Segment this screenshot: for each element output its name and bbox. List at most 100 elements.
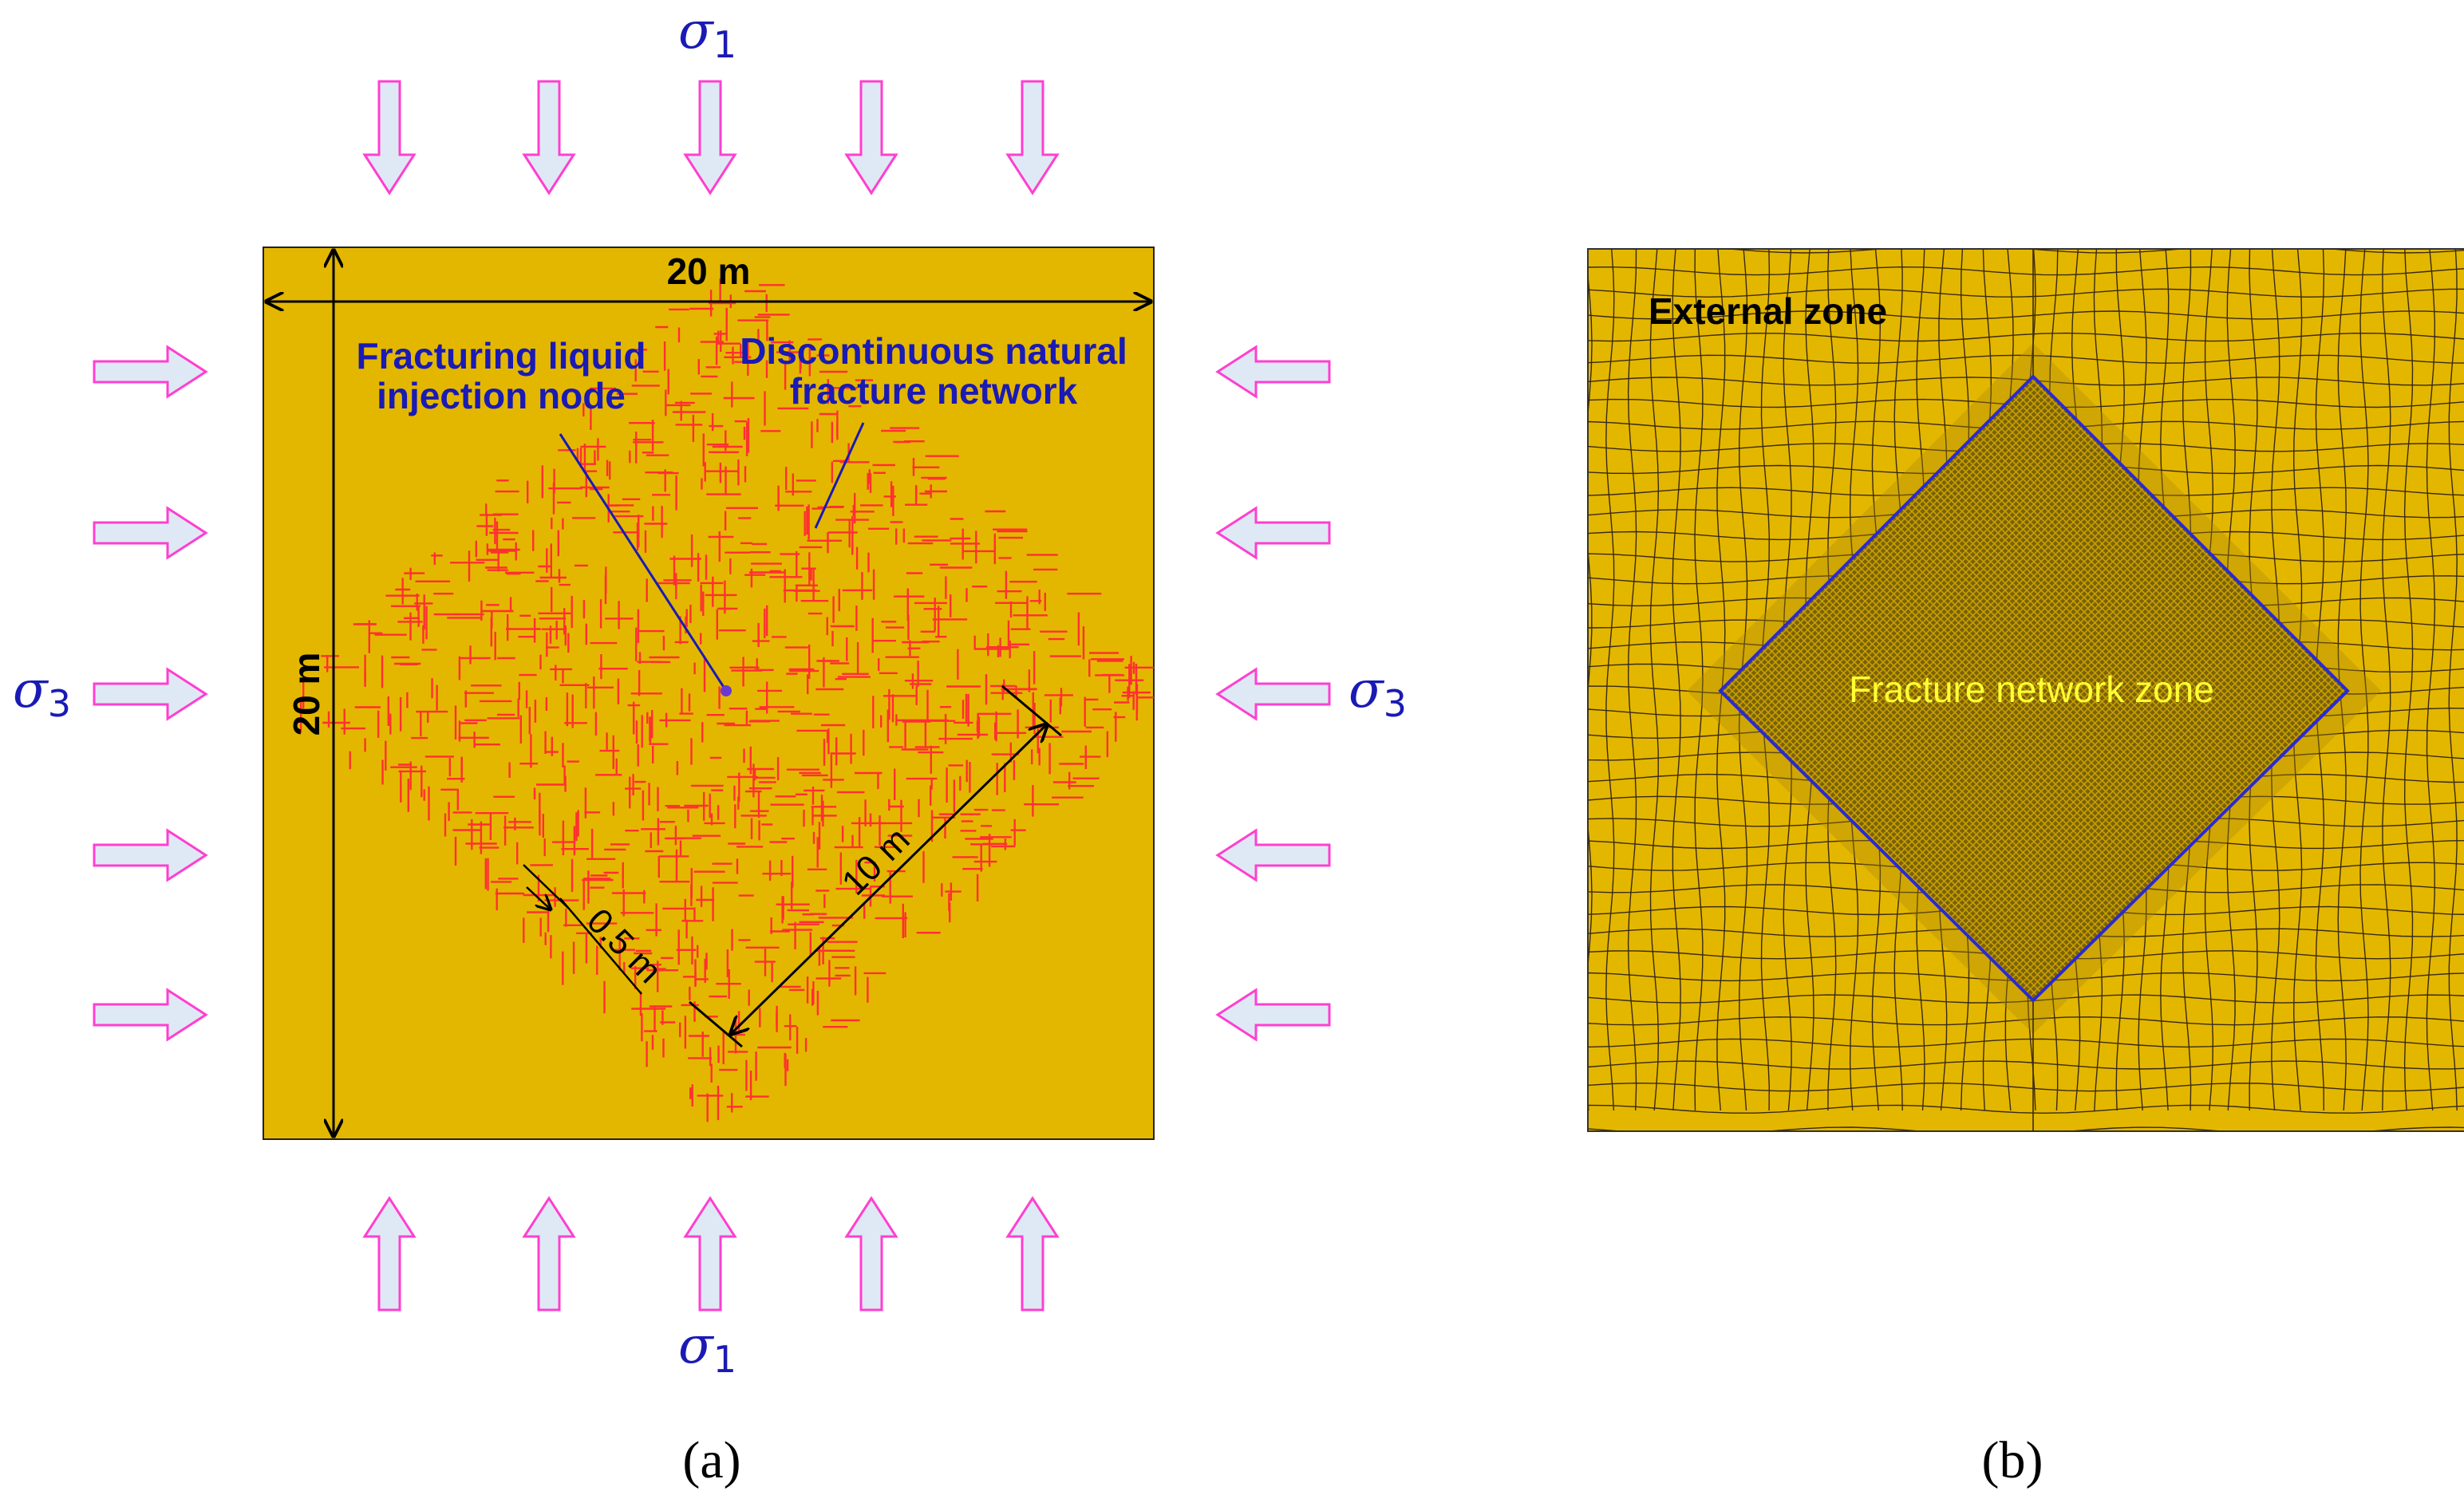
mesh-line: [1694, 249, 1704, 1111]
sigma3-left-arrow-3: [93, 667, 208, 721]
fine-mesh-line: [1720, 377, 2075, 1000]
mesh-line: [2448, 249, 2458, 1111]
diagonal-extension-bottom: [689, 1000, 743, 1048]
sigma1-top-arrow-2: [522, 80, 576, 195]
fine-mesh-line: [1720, 377, 2068, 1000]
panel-a: 20 m 20 m 10 m 0.5 m Fracturing liquid i…: [13, 2, 1407, 1489]
mesh-line: [1588, 1038, 2464, 1048]
fine-mesh-line: [1720, 377, 2162, 1000]
fine-mesh-line: [1906, 377, 2348, 1000]
mesh-line: [2359, 249, 2369, 1111]
fracture-zone-boundary: [1718, 374, 2350, 1003]
fine-mesh-line: [1720, 377, 2083, 1000]
fine-mesh-line: [1863, 377, 2348, 1000]
sigma1-bottom-arrow-4: [844, 1196, 898, 1312]
fine-mesh-line: [1913, 377, 2348, 1000]
fine-mesh-line: [1720, 377, 2126, 1000]
sigma3-left-arrow-1: [93, 345, 208, 399]
fracture-zone-label: Fracture network zone: [1849, 669, 2214, 710]
fine-mesh-line: [1720, 377, 2169, 1000]
fine-mesh-line: [1720, 377, 2226, 1000]
fine-mesh-line: [1720, 377, 2176, 1000]
mesh-line: [1588, 377, 2464, 386]
sigma3-right-arrow-3: [1215, 667, 1331, 721]
sigma1-top-label: σ1: [678, 2, 736, 66]
fine-mesh-line: [1720, 377, 2147, 1000]
fine-mesh-line: [1720, 377, 2140, 1000]
height-label: 20 m: [286, 653, 327, 736]
mesh-line: [1605, 249, 1615, 1111]
external-zone-label: External zone: [1649, 290, 1887, 332]
fine-mesh-line: [1949, 377, 2348, 1000]
fine-mesh-line: [1720, 377, 2197, 1000]
fine-mesh-line: [2000, 377, 2348, 1000]
mesh-line: [1627, 249, 1637, 1111]
fine-mesh-line: [1971, 377, 2348, 1000]
panel-b: External zone Fracture network zone (b): [1587, 248, 2464, 1489]
mesh-line: [1588, 249, 1593, 1111]
diagonal-extension-top: [1001, 684, 1062, 737]
mesh-line: [1588, 266, 2464, 276]
fine-mesh-line: [1856, 377, 2348, 1000]
sigma3-right-arrow-2: [1215, 506, 1331, 560]
sigma1-bottom-arrow-3: [683, 1196, 737, 1312]
fine-mesh-line: [1899, 377, 2348, 1000]
fine-mesh-line: [1720, 377, 2104, 1000]
fine-mesh-line: [1878, 377, 2348, 1000]
fine-mesh-line: [1720, 377, 2205, 1000]
sigma1-top-arrow-5: [1005, 80, 1060, 195]
fine-mesh-line: [1957, 377, 2348, 1000]
sigma3-left-arrow-5: [93, 988, 208, 1042]
sigma3-left-label: σ3: [13, 661, 71, 725]
fine-mesh-line: [1849, 377, 2348, 1000]
sigma3-left-arrow-4: [93, 828, 208, 882]
mesh-line: [1588, 310, 2464, 320]
fine-mesh-line: [1935, 377, 2348, 1000]
fine-mesh-line: [1964, 377, 2348, 1000]
fine-mesh-line: [1942, 377, 2348, 1000]
mesh-line: [1588, 354, 2464, 364]
fine-mesh-line: [1720, 377, 2233, 1000]
fine-mesh-line: [1870, 377, 2348, 1000]
fracture-label-line1: Discontinuous natural: [740, 330, 1127, 372]
mesh-line: [1588, 1104, 2464, 1114]
mesh-line: [2337, 249, 2347, 1111]
fine-mesh-line: [1992, 377, 2348, 1000]
injection-leader-line: [559, 433, 728, 692]
spacing-extension-1: [523, 864, 569, 909]
fine-mesh-line: [1885, 377, 2348, 1000]
mesh-line: [1649, 249, 1660, 1111]
sigma1-bottom-arrow-1: [362, 1196, 417, 1312]
sigma1-top-arrow-1: [362, 80, 417, 195]
fine-mesh-line: [1928, 377, 2348, 1000]
spacing-extension-2: [559, 897, 642, 995]
fine-mesh-line: [1921, 377, 2348, 1000]
sigma1-top-arrow-3: [683, 80, 737, 195]
mesh-line: [1588, 1016, 2464, 1026]
fine-mesh-line: [1720, 377, 2219, 1000]
mesh-line: [2426, 249, 2436, 1111]
sigma3-right-arrow-4: [1215, 828, 1331, 882]
fine-mesh-line: [1720, 377, 2154, 1000]
sigma3-right-label: σ3: [1348, 661, 1407, 725]
mesh-line: [1588, 332, 2464, 342]
mesh-line: [1588, 288, 2464, 298]
fine-mesh-line: [1720, 377, 2183, 1000]
diagonal-dimension: [731, 724, 1047, 1034]
sigma3-right-arrow-1: [1215, 345, 1331, 399]
fine-mesh-line: [1720, 377, 2212, 1000]
mesh-line: [1588, 1082, 2464, 1092]
mesh-line: [1588, 994, 2464, 1004]
fine-mesh-line: [1720, 377, 2190, 1000]
width-label: 20 m: [667, 250, 751, 292]
fine-mesh-line: [1978, 377, 2348, 1000]
fine-mesh-line: [1720, 377, 2097, 1000]
injection-label-line2: injection node: [377, 375, 626, 416]
sigma1-bottom-arrow-2: [522, 1196, 576, 1312]
mesh-line: [1588, 1060, 2464, 1070]
fine-mesh-line: [1720, 377, 2090, 1000]
stress-arrows: [93, 80, 1331, 1312]
sigma1-bottom-arrow-5: [1005, 1196, 1060, 1312]
fracture-label-line2: fracture network: [790, 370, 1078, 412]
fine-mesh-line: [1720, 377, 2111, 1000]
